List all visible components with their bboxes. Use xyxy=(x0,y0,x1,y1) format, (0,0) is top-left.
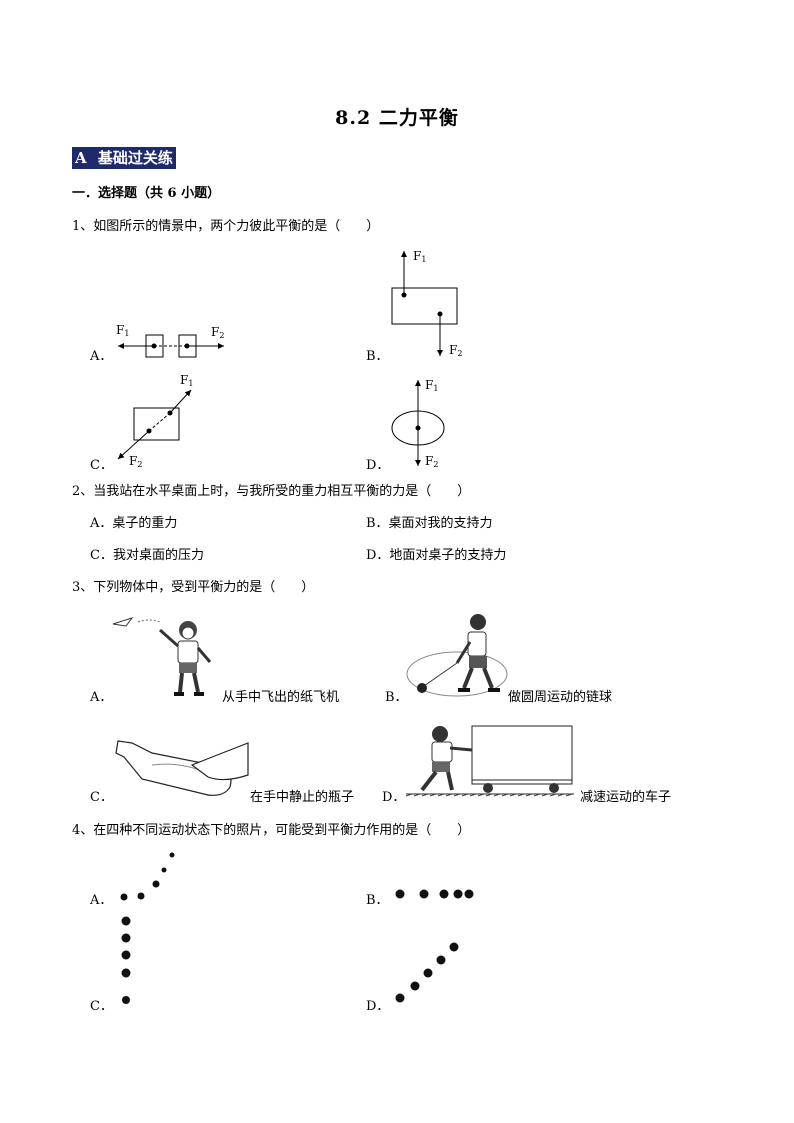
d-f2-label: F2 xyxy=(425,454,438,469)
q4-stem: 4、在四种不同运动状态下的照片，可能受到平衡力作用的是（ ） xyxy=(72,823,471,838)
q3-option-b-label: B． xyxy=(385,690,408,705)
dots-a xyxy=(120,852,175,901)
q4-option-d: D． xyxy=(366,999,390,1014)
section-name: 基础过关练 xyxy=(97,149,173,167)
q3-option-c-label: C． xyxy=(90,790,113,805)
diagram-d: F1 F2 xyxy=(391,378,445,469)
diagram-c: F1 F2 xyxy=(117,373,193,469)
q4-option-c: C． xyxy=(90,999,113,1014)
d-f1-label: F1 xyxy=(425,378,438,393)
section-banner: A 基础过关练 xyxy=(72,147,176,169)
q4-option-a: A． xyxy=(90,893,113,908)
dots-c xyxy=(121,916,131,1004)
page-title: 8.2 二力平衡 xyxy=(335,107,459,129)
q4-dot-photos xyxy=(120,852,474,1004)
q1-option-d: D． xyxy=(366,458,390,473)
q3-option-a-label: A． xyxy=(90,690,113,705)
q1-stem: 1、如图所示的情景中，两个力彼此平衡的是（ ） xyxy=(72,219,380,234)
b-f1-label: F1 xyxy=(413,249,426,264)
q2-option-b: B．桌面对我的支持力 xyxy=(366,516,493,531)
q2-option-d: D．地面对桌子的支持力 xyxy=(366,548,507,563)
q3-option-a-text: 从手中飞出的纸飞机 xyxy=(222,690,340,705)
b-f2-label: F2 xyxy=(449,343,462,358)
q3-option-d-label: D． xyxy=(382,790,406,805)
q3-stem: 3、下列物体中，受到平衡力的是（ ） xyxy=(72,580,315,595)
q1-option-b: B． xyxy=(366,349,389,364)
dots-d xyxy=(395,942,459,1003)
q3-option-c-text: 在手中静止的瓶子 xyxy=(250,790,355,805)
hammer-thrower-icon xyxy=(406,614,508,697)
a-f1-label: F1 xyxy=(116,323,129,338)
section-letter: A xyxy=(75,149,87,167)
q2-option-c: C．我对桌面的压力 xyxy=(90,548,204,563)
q3-option-d-text: 减速运动的车子 xyxy=(580,790,672,805)
q1-option-c: C． xyxy=(90,458,113,473)
diagram-b: F1 F2 xyxy=(391,249,462,358)
q2-stem: 2、当我站在水平桌面上时，与我所受的重力相互平衡的力是（ ） xyxy=(72,484,471,499)
q2-option-a: A．桌子的重力 xyxy=(90,516,178,531)
hand-bottle-icon xyxy=(115,740,249,796)
q3-option-b-text: 做圆周运动的链球 xyxy=(508,690,613,705)
q4-option-b: B． xyxy=(366,893,389,908)
diagram-a: F1 F2 xyxy=(116,323,224,358)
dots-b xyxy=(395,889,474,899)
a-f2-label: F2 xyxy=(211,325,224,340)
q1-option-a: A． xyxy=(90,349,113,364)
q1-force-diagrams: F1 F2 F1 F2 F1 F2 xyxy=(116,249,462,469)
part-heading: 一．选择题（共 6 小题） xyxy=(72,186,221,201)
c-f2-label: F2 xyxy=(129,454,142,469)
boy-pushing-cart-icon xyxy=(406,725,574,797)
boy-throwing-icon xyxy=(112,617,212,696)
c-f1-label: F1 xyxy=(180,373,193,388)
